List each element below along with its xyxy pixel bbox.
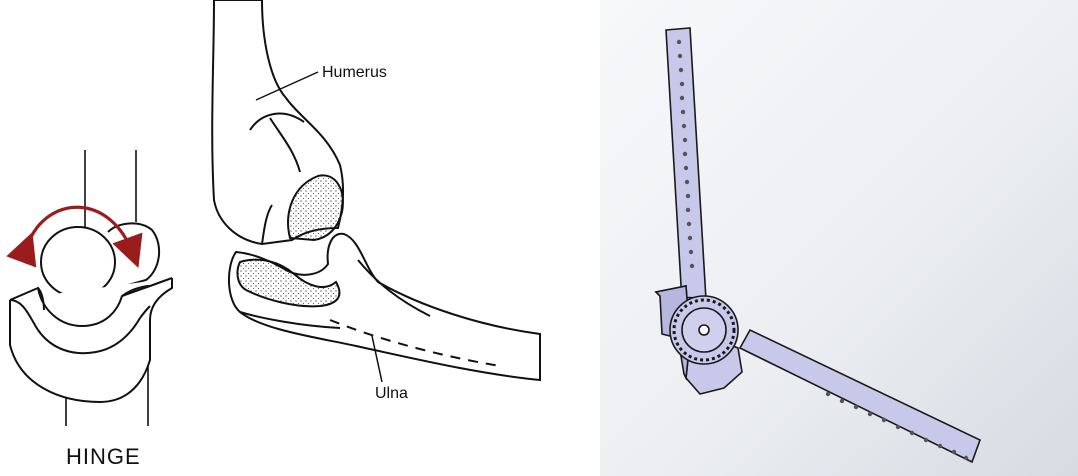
ulna-label: Ulna [375,386,408,402]
gear-pin [699,325,709,335]
cad-render [600,0,1078,476]
hinge-caption: HINGE [66,446,141,468]
elbow-hinge-drawing [0,0,600,476]
hinge-diagram [10,150,172,426]
elbow-illustration: Humerus Ulna HINGE [0,0,600,476]
humerus-label: Humerus [322,65,387,81]
cad-hinge-model [600,0,1078,476]
elbow-joint [212,0,540,382]
ulna-bone [229,234,540,380]
